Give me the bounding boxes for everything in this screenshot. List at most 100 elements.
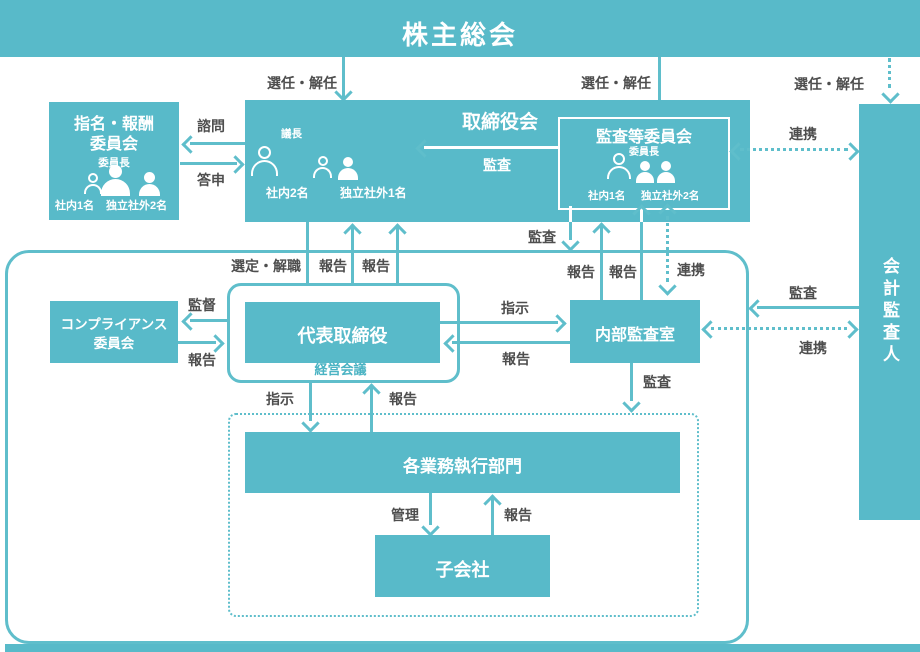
arrow-report-ia-auditcom-white	[640, 210, 643, 222]
representative-director-title: 代表取締役	[297, 326, 388, 346]
subsidiaries-box: 子会社	[375, 535, 550, 597]
nomination-title-line2: 委員会	[89, 136, 138, 153]
arrow-audit-ia-depts	[630, 363, 633, 401]
person-icon	[636, 161, 654, 183]
arrow-advisory	[190, 142, 245, 145]
compliance-title-line2: 委員会	[93, 336, 135, 351]
internal-audit-box: 内部監査室	[570, 300, 700, 363]
arrow-report-ia-auditcom	[640, 222, 643, 300]
person-icon	[139, 172, 160, 196]
accounting-auditor-box: 会計監査人	[859, 104, 920, 520]
internal-audit-title: 内部監査室	[594, 327, 675, 344]
arrow-cooperation-vert	[666, 216, 669, 282]
arrowhead-down-icon	[334, 83, 353, 102]
audit-committee-box: 監査等委員会 委員長	[558, 117, 730, 210]
arrow-instruction-depts	[309, 380, 312, 421]
arrow-report-ia-rd	[452, 341, 570, 344]
label-report-depts-mm: 報告	[389, 391, 417, 407]
arrow-management	[429, 493, 432, 525]
label-report-back: 答申	[197, 172, 225, 188]
arrowhead-down-icon	[881, 85, 900, 104]
label-cooperation-right: 連携	[799, 340, 827, 356]
departments-frame	[228, 413, 699, 617]
board-chair-label: 議長	[281, 128, 302, 140]
board-members-inside: 社内2名	[266, 186, 309, 200]
label-report-sub: 報告	[504, 507, 532, 523]
label-appointment-auditor: 選任・解任	[794, 76, 864, 92]
arrow-report-back	[180, 162, 237, 165]
arrow-audit-board	[424, 146, 558, 149]
arrow-appointment-board	[342, 57, 345, 99]
arrowhead-right-icon	[226, 155, 245, 174]
nomination-members-outside: 独立社外2名	[106, 200, 168, 212]
label-cooperation-top: 連携	[789, 126, 817, 142]
nomination-members-inside: 社内1名	[55, 200, 95, 212]
arrowhead-right-icon	[841, 142, 860, 161]
label-supervision: 監督	[188, 297, 216, 313]
label-appointment-board: 選任・解任	[267, 75, 337, 91]
label-appointment-auditcom: 選任・解任	[581, 75, 651, 91]
arrow-audit-auditor	[757, 306, 859, 309]
arrow-selection	[306, 222, 309, 288]
arrow-report-compliance	[178, 341, 216, 344]
arrow-appointment-auditcom	[658, 57, 661, 100]
label-cooperation-vert: 連携	[677, 262, 705, 278]
arrow-supervision	[190, 319, 227, 322]
label-instruction-depts: 指示	[266, 391, 294, 407]
arrow-report-rd-board	[351, 227, 354, 302]
board-title: 取締役会	[462, 112, 539, 133]
compliance-title-line1: コンプライアンス	[60, 317, 168, 332]
arrow-report-sub	[491, 498, 494, 535]
arrow-report-ia-board	[600, 226, 603, 300]
representative-director-box: 代表取締役	[245, 302, 440, 363]
management-meeting-label: 経営会議	[314, 362, 367, 377]
label-report-ia-board: 報告	[567, 264, 595, 280]
board-members-outside: 独立社外1名	[340, 186, 407, 200]
label-report-ia-rd: 報告	[502, 351, 530, 367]
audit-committee-members-outside: 独立社外2名	[641, 190, 700, 202]
nomination-committee-box: 指名・報酬 委員会 委員長	[49, 102, 179, 220]
person-icon	[251, 146, 278, 176]
arrowhead-right-icon	[840, 320, 859, 339]
arrowhead-left-icon	[181, 135, 200, 154]
nomination-chair-label: 委員長	[98, 157, 130, 169]
label-report-compliance: 報告	[188, 352, 216, 368]
audit-committee-title: 監査等委員会	[595, 129, 692, 146]
label-advisory: 諮問	[197, 118, 225, 134]
label-audit-board: 監査	[483, 157, 511, 173]
arrowhead-up-icon	[388, 223, 407, 242]
arrow-instruction-ia	[440, 321, 558, 324]
label-instruction-ia: 指示	[501, 300, 529, 316]
execution-frame	[5, 250, 749, 644]
shareholders-title: 株主総会	[401, 20, 518, 50]
person-icon	[607, 153, 631, 179]
label-report-mm-board: 報告	[362, 258, 390, 274]
label-audit-ia-depts: 監査	[643, 374, 671, 390]
arrowhead-up-icon	[343, 223, 362, 242]
arrow-cooperation-top	[740, 148, 848, 151]
person-icon	[657, 161, 675, 183]
arrow-report-mm-board	[396, 227, 399, 283]
arrow-report-depts-mm	[370, 387, 373, 432]
arrowhead-up-icon	[592, 222, 611, 241]
compliance-committee-box: コンプライアンス 委員会	[50, 301, 178, 363]
label-selection: 選定・解職	[231, 258, 301, 274]
execution-departments-box: 各業務執行部門	[245, 432, 680, 493]
person-icon	[313, 156, 332, 178]
label-audit-mid: 監査	[528, 229, 556, 245]
nomination-title-line1: 指名・報酬	[73, 116, 154, 133]
arrow-appointment-auditor	[888, 58, 891, 88]
label-report-ia-auditcom: 報告	[609, 264, 637, 280]
arrowhead-down-icon	[561, 233, 580, 252]
subsidiaries-title: 子会社	[435, 560, 490, 580]
shareholders-banner: 株主総会	[0, 0, 920, 57]
audit-committee-chair: 委員長	[629, 147, 659, 158]
label-audit-auditor: 監査	[789, 285, 817, 301]
label-report-rd-board: 報告	[319, 258, 347, 274]
execution-departments-title: 各業務執行部門	[403, 457, 522, 476]
person-icon	[101, 165, 130, 196]
person-icon	[84, 173, 102, 194]
arrow-cooperation-right	[711, 327, 847, 330]
audit-committee-members-inside: 社内1名	[588, 190, 626, 202]
